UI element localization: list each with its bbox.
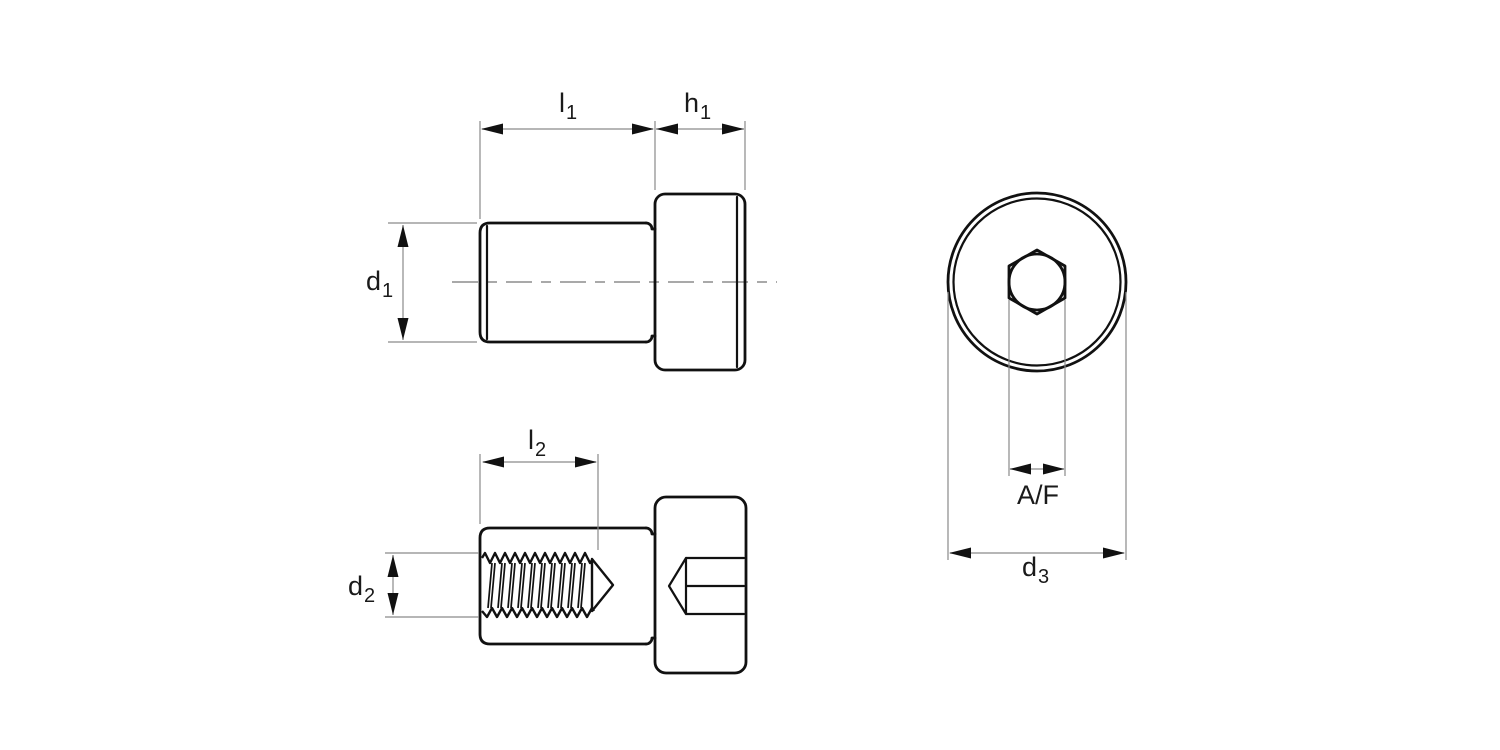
shoulder-head-undercut [644, 221, 657, 344]
thread-crest-bottom [481, 606, 595, 619]
extension-lines [388, 222, 477, 343]
thread-flank-line [547, 562, 553, 609]
thread-flank-line [527, 562, 533, 609]
arrowhead-left [656, 123, 678, 135]
thread-flank-line [497, 562, 503, 609]
thread-end-cone [590, 557, 615, 613]
thread-flank-line [567, 562, 573, 609]
thread-flank-line [530, 562, 536, 609]
arrowhead-right [722, 123, 744, 135]
thread-flank-line [520, 562, 526, 609]
dimension-d2: d2 [348, 552, 479, 618]
arrowhead-bottom [387, 593, 399, 615]
shoulder-body-outline [478, 526, 648, 646]
extension-lines [947, 292, 1127, 560]
arrowhead-right [632, 123, 654, 135]
arrowhead-right [575, 456, 597, 468]
arrowhead-right [1043, 463, 1065, 475]
socket-cone-and-depth-lines [667, 556, 746, 616]
thread-flank-line [490, 562, 496, 609]
thread-flank-line [580, 562, 586, 609]
hex-socket-profile [667, 556, 746, 616]
dimension-d1: d1 [366, 222, 477, 343]
head-outline [653, 495, 748, 675]
thread-flank-line [570, 562, 576, 609]
thread-flank-line [577, 562, 583, 609]
arrowhead-top [397, 225, 409, 247]
thread-profile [480, 551, 615, 619]
dimension-d3: d3 [947, 292, 1127, 588]
thread-crest-top [480, 551, 593, 565]
arrowhead-left [481, 123, 503, 135]
thread-flank-line [560, 562, 566, 609]
view-section-thread: l2 d2 [348, 425, 748, 675]
thread-flank-line [507, 562, 513, 609]
head-outer-circle [946, 191, 1128, 373]
thread-flank-line [487, 562, 493, 609]
dimension-h1: h1 [656, 88, 744, 135]
dimension-label-d1: d1 [366, 266, 393, 302]
dimension-l2: l2 [479, 425, 599, 550]
thread-flank-line [500, 562, 506, 609]
arrowhead-bottom [397, 318, 409, 340]
thread-flank-line [540, 562, 546, 609]
head-chamfer-circle [952, 197, 1122, 367]
dimension-label-d3: d3 [1022, 552, 1049, 588]
shoulder-head-undercut [644, 526, 657, 646]
arrowhead-left [1009, 463, 1031, 475]
view-end-face: A/F d3 [946, 191, 1128, 588]
extension-lines [1008, 300, 1066, 476]
thread-flank-line [550, 562, 556, 609]
dimension-label-h1: h1 [684, 88, 711, 124]
dimension-label-l2: l2 [528, 425, 546, 461]
thread-flank-lines [487, 562, 586, 609]
arrowhead-right [1103, 547, 1125, 559]
arrowhead-left [949, 547, 971, 559]
dimension-af: A/F [1008, 300, 1066, 510]
dimension-label-d2: d2 [348, 571, 375, 607]
hex-socket-hexagon [1007, 248, 1067, 316]
dimension-l1: l1 [479, 88, 746, 219]
thread-flank-line [517, 562, 523, 609]
hex-socket-inscribed-circle [1007, 252, 1067, 312]
head-outline [653, 192, 747, 372]
dimension-label-af: A/F [1017, 480, 1059, 510]
view-side-elevation: l1 h1 d1 [366, 88, 777, 372]
arrowhead-left [482, 456, 504, 468]
dimension-label-l1: l1 [559, 88, 577, 124]
extension-lines [479, 454, 599, 550]
thread-flank-line [557, 562, 563, 609]
thread-flank-line [537, 562, 543, 609]
arrowhead-top [387, 555, 399, 577]
shoulder-body-outline [478, 221, 648, 344]
thread-flank-line [510, 562, 516, 609]
extension-lines [479, 121, 746, 219]
extension-lines [385, 552, 479, 618]
